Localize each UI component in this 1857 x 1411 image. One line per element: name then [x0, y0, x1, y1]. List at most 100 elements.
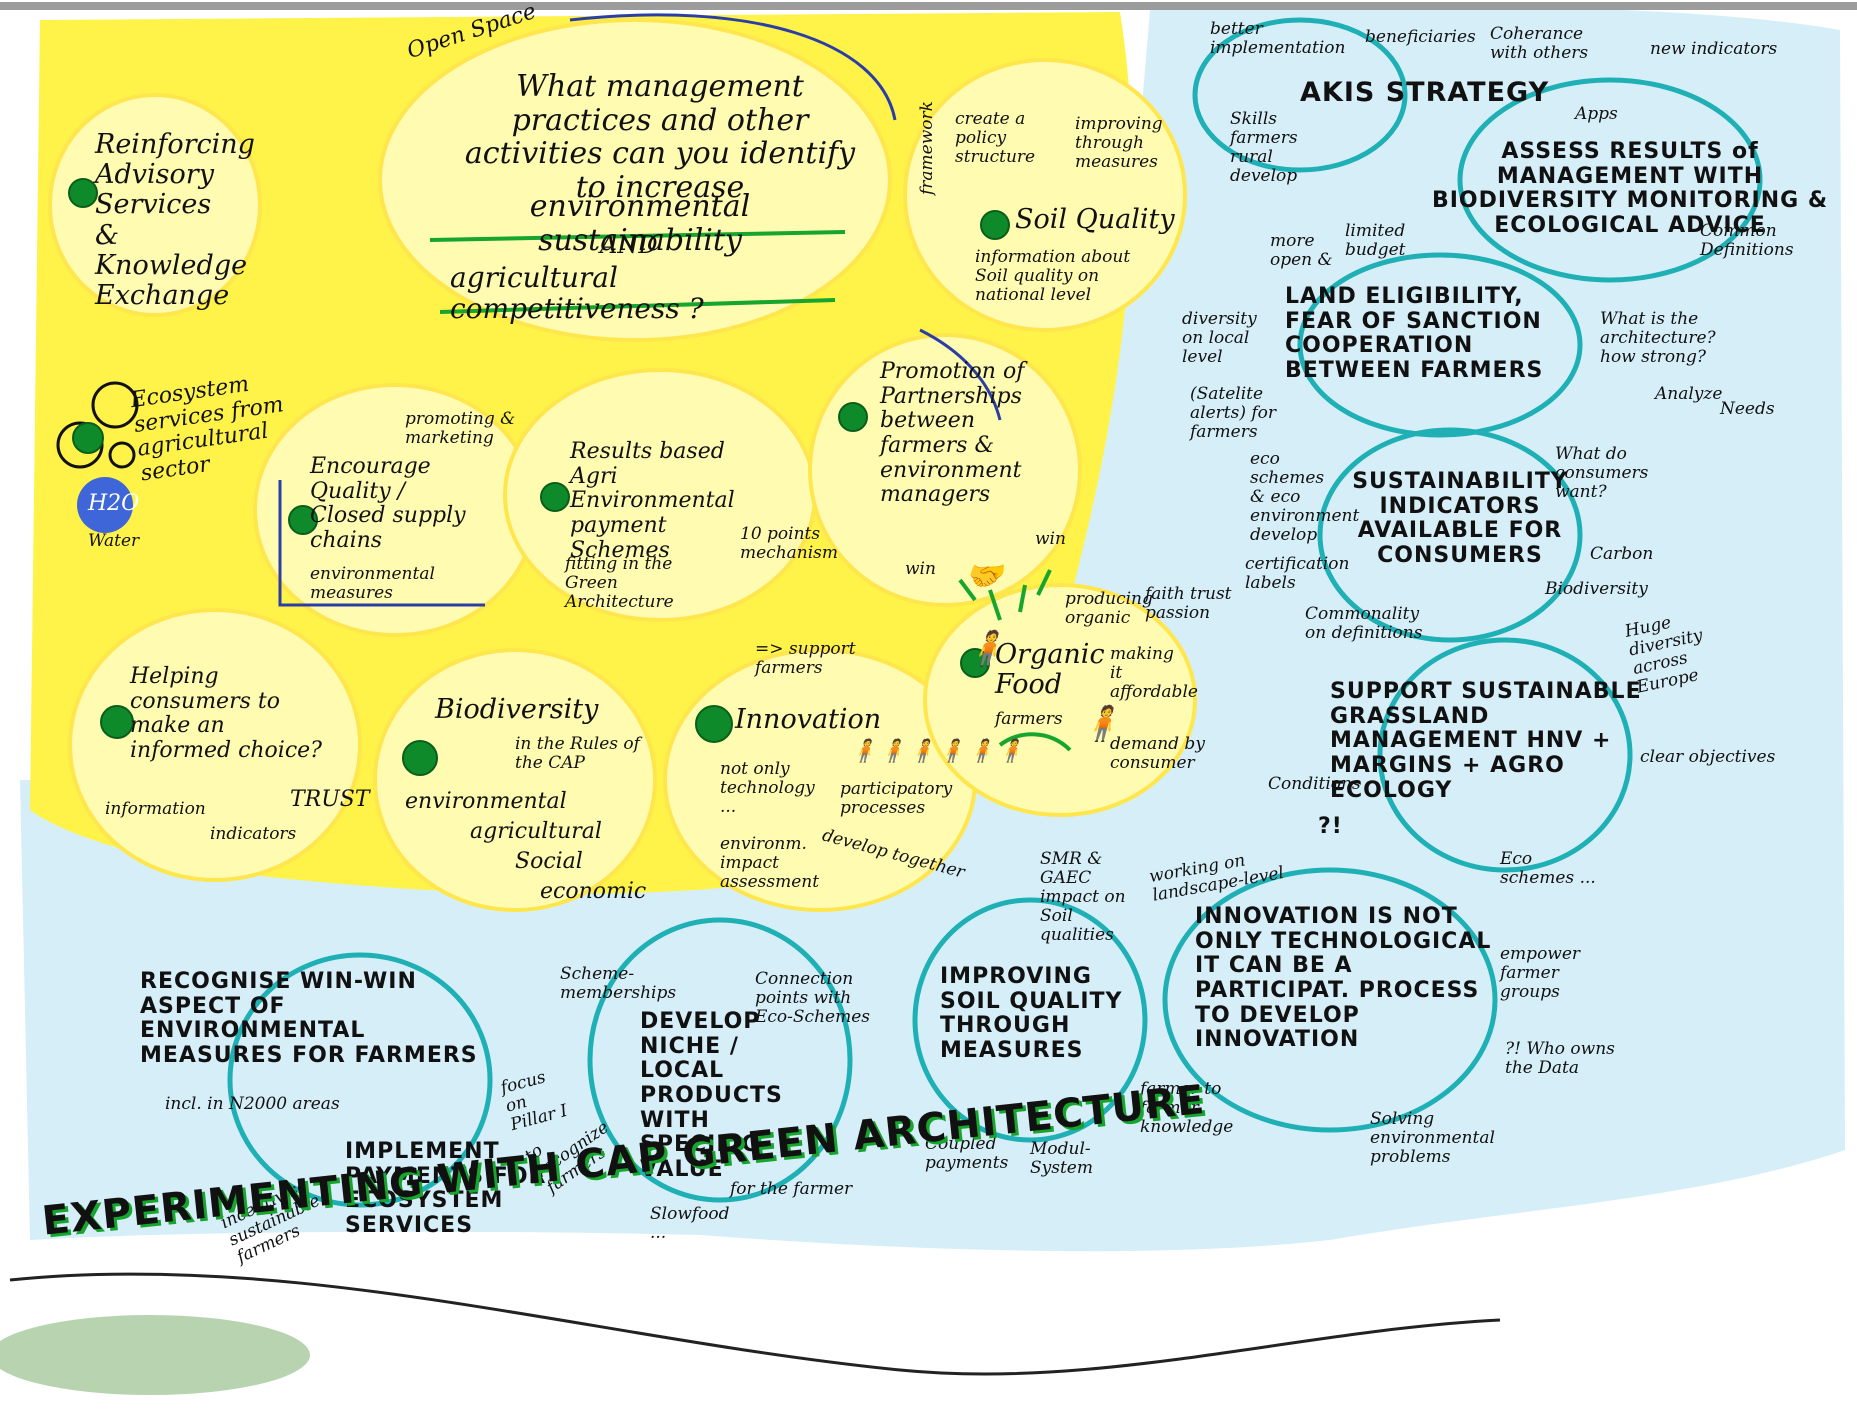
pillar-social: Social: [515, 849, 583, 874]
topic-encourage: Encourage Quality / Closed supply chains: [310, 454, 466, 553]
conditions-text: Conditions: [1268, 774, 1361, 794]
water-label: Water: [88, 531, 140, 551]
modul-text: Modul-System: [1030, 1139, 1093, 1179]
circle-soil: [903, 58, 1187, 332]
topic-grassland: SUPPORT SUSTAINABLE GRASSLAND MANAGEMENT…: [1330, 679, 1642, 803]
coherence-text: Coherance with others: [1490, 24, 1589, 64]
topic-implement: IMPLEMENT PAYMENTS FOR ECOSYSTEM SERVICE…: [345, 1139, 547, 1238]
bullet-dot: [540, 482, 570, 512]
common-defs-text: Common Definitions: [1700, 221, 1794, 261]
not-only-text: not only technology ...: [720, 759, 815, 818]
bullet-dot: [402, 740, 438, 776]
stick-figure-icon: 🧍: [965, 629, 1008, 669]
open-space-and: AND: [600, 231, 658, 259]
ten-points-text: 10 points mechanism: [740, 524, 839, 564]
ground-line: [9, 1272, 1501, 1376]
circle-partnerships: [808, 333, 1082, 607]
env-impact-text: environm. impact assessment: [720, 834, 820, 893]
affordable-text: making it affordable: [1110, 644, 1198, 703]
blue-wash: [20, 5, 1845, 1252]
teal-circle-soil-quality: [912, 897, 1148, 1143]
diversity-local-text: diversity on local level: [1182, 309, 1257, 368]
trust-text: TRUST: [290, 787, 370, 812]
demand-text: demand by consumer: [1110, 734, 1205, 774]
producing-text: producing organic: [1065, 589, 1153, 629]
faith-text: faith trust passion: [1145, 584, 1232, 624]
slowfood-text: Slowfood ...: [650, 1204, 730, 1244]
pillar-economic: economic: [540, 879, 647, 904]
farmer-to-farmer-text: farmer to farmer knowledge: [1140, 1079, 1234, 1138]
people-icons: 🧍🧍🧍🧍🧍🧍: [850, 739, 1027, 764]
indicators-text: indicators: [210, 824, 297, 844]
bullet-dot: [695, 705, 733, 743]
new-indicators-text: new indicators: [1650, 39, 1778, 59]
for-farmer-text: for the farmer: [730, 1179, 853, 1199]
open-space-env: environmental sustainability: [529, 189, 751, 258]
blue-accent-arc: [919, 328, 1002, 421]
topic-recognise: RECOGNISE WIN-WIN ASPECT OF ENVIRONMENTA…: [140, 969, 478, 1068]
topic-helping: Helping consumers to make an informed ch…: [130, 664, 322, 763]
more-open-text: more open &: [1270, 231, 1333, 271]
circle-biodiversity: [373, 648, 657, 912]
smr-text: SMR & GAEC impact on Soil qualities: [1040, 849, 1126, 946]
topic-biodiversity: Biodiversity: [435, 694, 599, 725]
bubble: [108, 441, 136, 469]
topic-results: Results based Agri Environmental payment…: [570, 439, 735, 563]
scheme-members-text: Scheme-memberships: [560, 964, 677, 1004]
topic-innovation: Innovation: [735, 704, 882, 735]
teal-circle-sustainability: [1317, 427, 1583, 643]
circle-organic: [923, 583, 1197, 817]
bullet-dot: [72, 422, 104, 454]
teal-circle-innovation-is: [1162, 867, 1498, 1133]
yellow-topic-circles: [48, 18, 1197, 912]
farmers-label: farmers: [995, 709, 1063, 729]
handshake-burst: [958, 569, 1052, 621]
what-consumers-text: What do consumers want?: [1555, 444, 1649, 503]
needs-text: Needs: [1720, 399, 1775, 419]
underline-agri-competitiveness: [439, 298, 836, 314]
handshake-icon: 🤝: [965, 559, 1003, 594]
information-text: information: [105, 799, 206, 819]
commonality-text: Commonality on definitions: [1305, 604, 1423, 644]
clear-objectives-text: clear objectives: [1640, 747, 1776, 767]
bullet-dot: [100, 705, 134, 739]
skills-text: Skills farmers rural develop: [1230, 109, 1298, 187]
blue-accent-arc: [569, 13, 897, 121]
teal-circle-recognise: [227, 952, 493, 1208]
promoting-text: promoting & marketing: [405, 409, 516, 449]
eco-schemes-text: Eco schemes ...: [1500, 849, 1596, 889]
win-left: win: [905, 559, 936, 579]
soil-info: information about Soil quality on nation…: [975, 247, 1131, 306]
teal-circle-grassland: [1377, 637, 1633, 873]
improving-text: improving through measures: [1075, 114, 1163, 173]
win-right: win: [1035, 529, 1066, 549]
topic-reinforcing: Reinforcing Advisory Services & Knowledg…: [95, 129, 255, 312]
teal-topic-circles: [227, 17, 1763, 1208]
framework-tag: framework: [917, 101, 937, 195]
topic-sustainability: SUSTAINABILITY INDICATORS AVAILABLE FOR …: [1352, 469, 1568, 568]
circle-open-space: [378, 18, 892, 342]
bubble: [91, 381, 139, 429]
circle-helping: [68, 608, 362, 882]
satellite-text: (Satelite alerts) for farmers: [1190, 384, 1277, 443]
bullet-dot: [960, 648, 990, 678]
question-mark-text: ?!: [1318, 814, 1343, 839]
burst-ray: [958, 578, 977, 602]
topic-akis: AKIS STRATEGY: [1300, 77, 1550, 108]
rules-text: in the Rules of the CAP: [515, 734, 640, 774]
teal-circle-land: [1297, 252, 1583, 438]
teal-circle-niche: [587, 917, 853, 1203]
green-ground-shade: [0, 1315, 310, 1395]
bullet-dot: [68, 178, 98, 208]
axis-arrows: [278, 480, 485, 607]
bullet-dot: [288, 505, 318, 535]
biodiversity2-text: Biodiversity: [1545, 579, 1648, 599]
solving-text: Solving environmental problems: [1370, 1109, 1495, 1168]
limited-budget-text: limited budget: [1345, 221, 1406, 261]
circle-reinforcing: [48, 93, 262, 317]
burst-ray: [1018, 584, 1027, 613]
policy-text: create a policy structure: [955, 109, 1036, 168]
connection-text: Connection points with Eco-Schemes: [755, 969, 870, 1028]
apps-text: Apps: [1575, 104, 1618, 124]
